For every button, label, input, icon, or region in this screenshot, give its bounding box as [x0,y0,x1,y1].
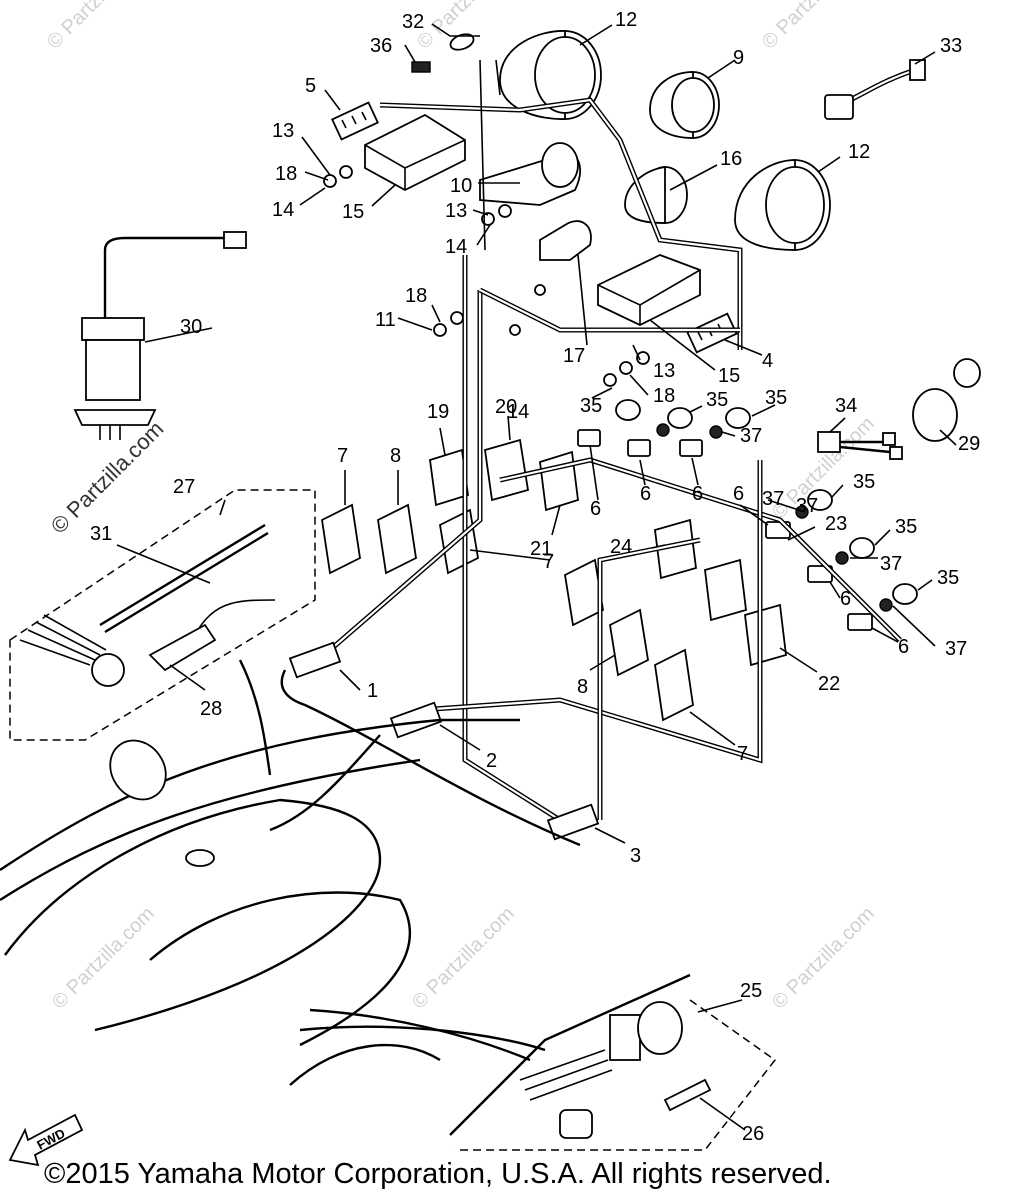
callout-35: 35 [853,471,875,493]
copyright-notice: ©2015 Yamaha Motor Corporation, U.S.A. A… [44,1158,832,1190]
bracket-17 [539,220,592,261]
callout-15: 15 [342,201,364,223]
callout-29: 29 [958,433,980,455]
callout-23: 23 [825,513,847,535]
callout-36: 36 [370,35,392,57]
connector-4 [686,312,738,354]
callout-6: 6 [898,636,909,658]
callout-32: 32 [402,11,424,33]
callout-37: 37 [945,638,967,660]
callout-33: 33 [940,35,962,57]
callout-31: 31 [90,523,112,545]
watermark-text: © Partzilla.com [46,416,169,539]
callout-13: 13 [445,200,467,222]
callout-13: 13 [653,360,675,382]
callout-24: 24 [610,536,632,558]
watermark-text: © Partzilla.com [43,0,154,54]
callout-25: 25 [740,980,762,1002]
callout-5: 5 [305,75,316,97]
callout-26: 26 [742,1123,764,1145]
watermark-text: © Partzilla.com [758,0,869,54]
bracket-15-top [364,113,466,192]
callout-30: 30 [180,316,202,338]
callout-8: 8 [577,676,588,698]
callout-12: 12 [848,141,870,163]
nuts-washers [323,165,650,387]
fwd-label: FWD [34,1126,67,1153]
callout-15: 15 [718,365,740,387]
callout-35: 35 [937,567,959,589]
callout-37: 37 [740,425,762,447]
callout-37: 37 [796,495,818,517]
callout-6: 6 [733,483,744,505]
callout-6: 6 [692,483,703,505]
callout-22: 22 [818,673,840,695]
gauge-16 [624,165,688,224]
callout-35: 35 [765,387,787,409]
callout-18: 18 [275,163,297,185]
harness-connectors [288,641,600,841]
callout-6: 6 [840,588,851,610]
main-harness [328,59,902,823]
callout-1: 1 [367,680,378,702]
bracket-15-right [597,254,701,327]
gauge-12-top [499,30,602,120]
callout-12: 12 [615,9,637,31]
callout-34: 34 [835,395,857,417]
callout-2: 2 [486,750,497,772]
watercraft-outline [0,659,546,1086]
callout-17: 17 [563,345,585,367]
callout-7: 7 [337,445,348,467]
callout-7: 7 [543,551,554,573]
bulb-32 [449,33,475,51]
kit-27 [9,489,316,741]
watermark-text: © Partzilla.com [768,903,879,1014]
callout-13: 13 [272,120,294,142]
callout-6: 6 [640,483,651,505]
switches [321,438,787,722]
kit-25 [449,973,777,1151]
leader-lines [116,23,957,1131]
callout-14: 14 [507,401,529,423]
gauge-12-right [734,159,831,251]
callout-21: 21 [530,538,552,560]
callout-18: 18 [405,285,427,307]
callout-20: 20 [495,396,517,418]
connector-33 [824,59,926,120]
callout-19: 19 [427,401,449,423]
callout-11: 11 [375,309,396,331]
callout-14: 14 [272,199,294,221]
watermark-text: © Partzilla.com [48,903,159,1014]
cap-29 [912,358,981,442]
gauge-9 [649,71,720,139]
callout-27: 27 [173,476,195,498]
gauge-bracket-10 [479,142,581,206]
callout-28: 28 [200,698,222,720]
harness-outline [280,669,581,847]
clip-36 [411,61,431,73]
callout-14: 14 [445,236,467,258]
callout-7: 7 [737,743,748,765]
callout-numbers: 1 2 3 4 5 6 6 6 6 6 6 7 7 7 8 8 9 10 11 … [90,9,980,1145]
callout-35: 35 [580,395,602,417]
callout-4: 4 [762,350,773,372]
callout-35: 35 [895,516,917,538]
callout-18: 18 [653,385,675,407]
grommets-35 [615,399,918,612]
callout-37: 37 [762,488,784,510]
connector-5 [331,101,379,141]
callout-10: 10 [450,175,472,197]
callout-8: 8 [390,445,401,467]
callout-16: 16 [720,148,742,170]
buzzer-34 [817,431,903,460]
callout-6: 6 [590,498,601,520]
watermark-text: © Partzilla.com [408,903,519,1014]
sensor-30 [73,231,247,440]
callout-37: 37 [880,553,902,575]
callout-3: 3 [630,845,641,867]
callout-35: 35 [706,389,728,411]
callout-9: 9 [733,47,744,69]
